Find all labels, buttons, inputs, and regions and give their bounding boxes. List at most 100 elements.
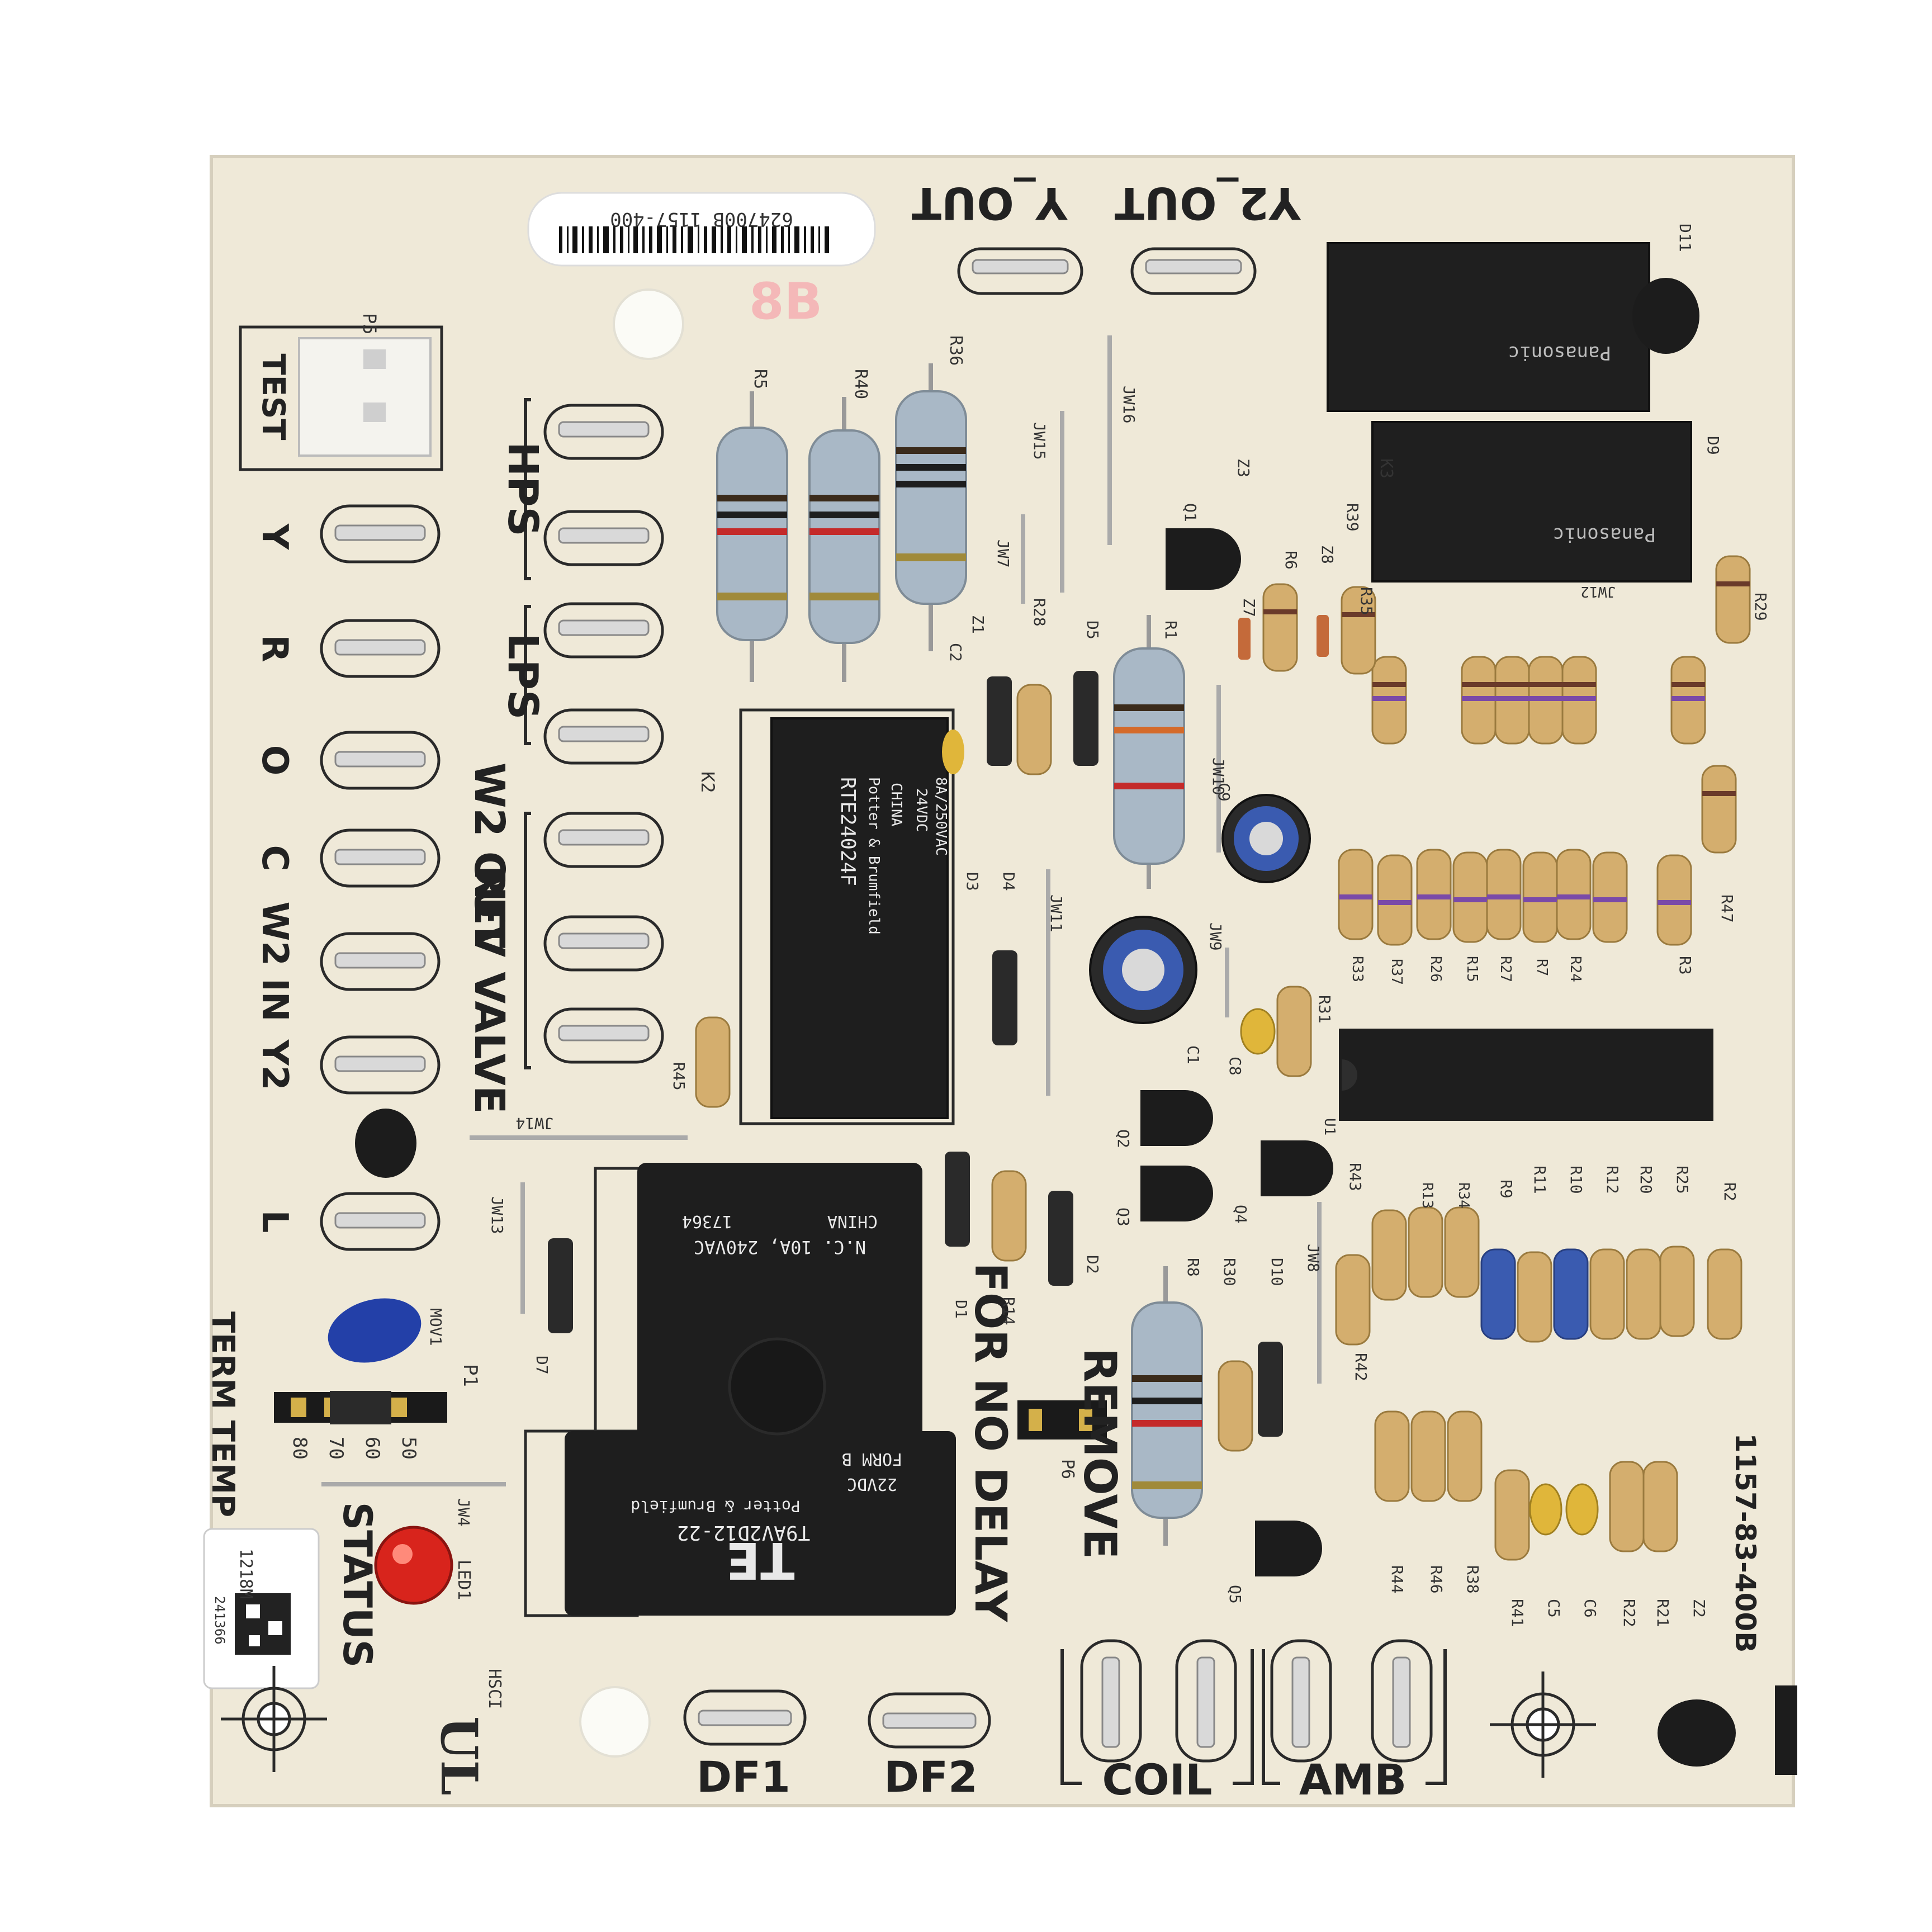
terminal-df2[interactable] — [868, 1692, 991, 1749]
terminal-label-l: L — [254, 1210, 295, 1233]
ref-r40: R40 — [851, 369, 870, 399]
terminal-amb-1[interactable] — [1270, 1639, 1332, 1763]
coil-terminal-block — [1060, 1639, 1254, 1785]
ref-q5: Q5 — [1226, 1585, 1244, 1604]
standoff-bottom — [579, 1686, 651, 1758]
stamp-text: 8B — [749, 272, 822, 331]
terminal-o[interactable] — [320, 731, 441, 790]
ref-r28: R28 — [1030, 598, 1049, 627]
ref-r37: R37 — [1388, 959, 1405, 985]
terminal-label-y: Y — [254, 523, 295, 550]
for-no-delay-label: FOR NO DELAY — [965, 1263, 1015, 1623]
ic-u1 — [1339, 1029, 1713, 1121]
ref-c5: C5 — [1545, 1599, 1563, 1618]
ref-d9: D9 — [1704, 436, 1722, 455]
mov1-label: MOV1 — [427, 1308, 445, 1346]
resistor-r8 — [1131, 1266, 1203, 1546]
ref-r1: R1 — [1162, 621, 1180, 640]
terminal-y[interactable] — [320, 504, 441, 564]
p1-label: P1 — [459, 1364, 481, 1387]
label-sticker: 624700B 1157-400 — [527, 192, 876, 267]
ref-r10: R10 — [1567, 1166, 1585, 1194]
temp-option-50: 50 — [397, 1437, 420, 1460]
ref-q3: Q3 — [1114, 1208, 1133, 1227]
amb-label: AMB — [1299, 1755, 1407, 1805]
test-connector-p5[interactable] — [239, 325, 443, 471]
ref-jw8: JW8 — [1304, 1244, 1323, 1272]
temp-option-70: 70 — [325, 1437, 347, 1460]
ref-r7: R7 — [1533, 959, 1550, 976]
terminal-label-r: R — [254, 634, 295, 662]
terminal-hps-1[interactable] — [543, 404, 664, 460]
label-sticker-text: 624700B 1157-400 — [610, 208, 793, 230]
ref-r39: R39 — [1343, 503, 1362, 532]
ref-r9: R9 — [1497, 1180, 1516, 1199]
ref-r11: R11 — [1531, 1166, 1549, 1194]
terminal-lps-1[interactable] — [543, 602, 664, 659]
remove-label: REMOVE — [1074, 1348, 1126, 1559]
terminal-y2[interactable] — [320, 1035, 441, 1095]
ref-r31: R31 — [1315, 995, 1334, 1024]
terminal-rev-valve-2[interactable] — [543, 1007, 664, 1064]
ref-r36: R36 — [946, 335, 965, 366]
ref-d1: D1 — [952, 1300, 970, 1319]
ref-k2: K2 — [697, 771, 718, 793]
relay-k3: Panasonic — [1371, 421, 1692, 583]
jumper-wires — [321, 335, 1322, 1486]
test-label: TEST — [255, 354, 291, 441]
ref-jw16: JW16 — [1120, 386, 1138, 423]
ref-r21: R21 — [1654, 1599, 1672, 1627]
terminal-w2-out[interactable] — [543, 812, 664, 868]
amb-terminal-block — [1262, 1639, 1447, 1785]
terminal-hps-2[interactable] — [543, 510, 664, 566]
terminal-label-o: O — [254, 745, 295, 775]
ref-r22: R22 — [1620, 1599, 1639, 1627]
ref-r29: R29 — [1751, 593, 1770, 621]
ref-r25: R25 — [1673, 1166, 1692, 1194]
terminal-r[interactable] — [320, 619, 441, 678]
term-temp-label: TERM TEMP — [205, 1311, 241, 1517]
ref-r38: R38 — [1464, 1565, 1482, 1594]
ref-q4: Q4 — [1232, 1205, 1250, 1224]
terminal-lps-2[interactable] — [543, 708, 664, 765]
ref-r35: R35 — [1357, 587, 1376, 615]
capacitor-c1 — [1089, 916, 1197, 1024]
ref-r45: R45 — [670, 1062, 688, 1091]
ref-r46: R46 — [1427, 1565, 1446, 1594]
ref-jw9: JW9 — [1206, 922, 1225, 951]
terminal-label-y2: Y2 — [254, 1039, 295, 1091]
ref-r5: R5 — [750, 369, 770, 389]
df2-label: DF2 — [884, 1752, 978, 1802]
terminal-amb-2[interactable] — [1371, 1639, 1433, 1763]
relay-k1-rating: N.C. 10A, 240VAC — [694, 1237, 866, 1258]
coil-label: COIL — [1102, 1755, 1212, 1805]
terminal-df1[interactable] — [683, 1689, 807, 1746]
terminal-y2-out[interactable] — [1130, 247, 1257, 295]
terminal-y-out[interactable] — [957, 247, 1083, 295]
ref-c2: C2 — [946, 643, 965, 662]
ref-r30: R30 — [1220, 1258, 1239, 1286]
transistor-bottom-right — [1658, 1699, 1736, 1767]
terminal-rev-valve-1[interactable] — [543, 915, 664, 972]
jw4-label: JW4 — [454, 1498, 473, 1527]
terminal-c[interactable] — [320, 828, 441, 888]
ref-c8: C8 — [1226, 1057, 1244, 1076]
ref-d7: D7 — [533, 1356, 551, 1375]
jumper-p6[interactable] — [1017, 1400, 1107, 1439]
p5-label: P5 — [359, 313, 380, 335]
term-temp-header-p1[interactable] — [274, 1391, 447, 1424]
ref-z3: Z3 — [1234, 458, 1253, 477]
terminal-w2-in[interactable] — [320, 932, 441, 991]
resistor-array-middle — [1338, 849, 1692, 946]
hsci-label: HSCI — [485, 1669, 504, 1709]
rev-valve-label: REV VALVE — [465, 865, 513, 1114]
ref-r34: R34 — [1455, 1182, 1472, 1209]
terminal-coil-1[interactable] — [1080, 1639, 1142, 1763]
terminal-label-c: C — [254, 845, 295, 872]
relay-k1: TE T9AV2D12-22 Potter & Brumfield 22VDC … — [524, 1163, 962, 1617]
terminal-l[interactable] — [320, 1192, 441, 1251]
terminal-coil-2[interactable] — [1175, 1639, 1237, 1763]
ref-r13: R13 — [1419, 1182, 1436, 1209]
capacitor-c2 — [942, 730, 964, 774]
